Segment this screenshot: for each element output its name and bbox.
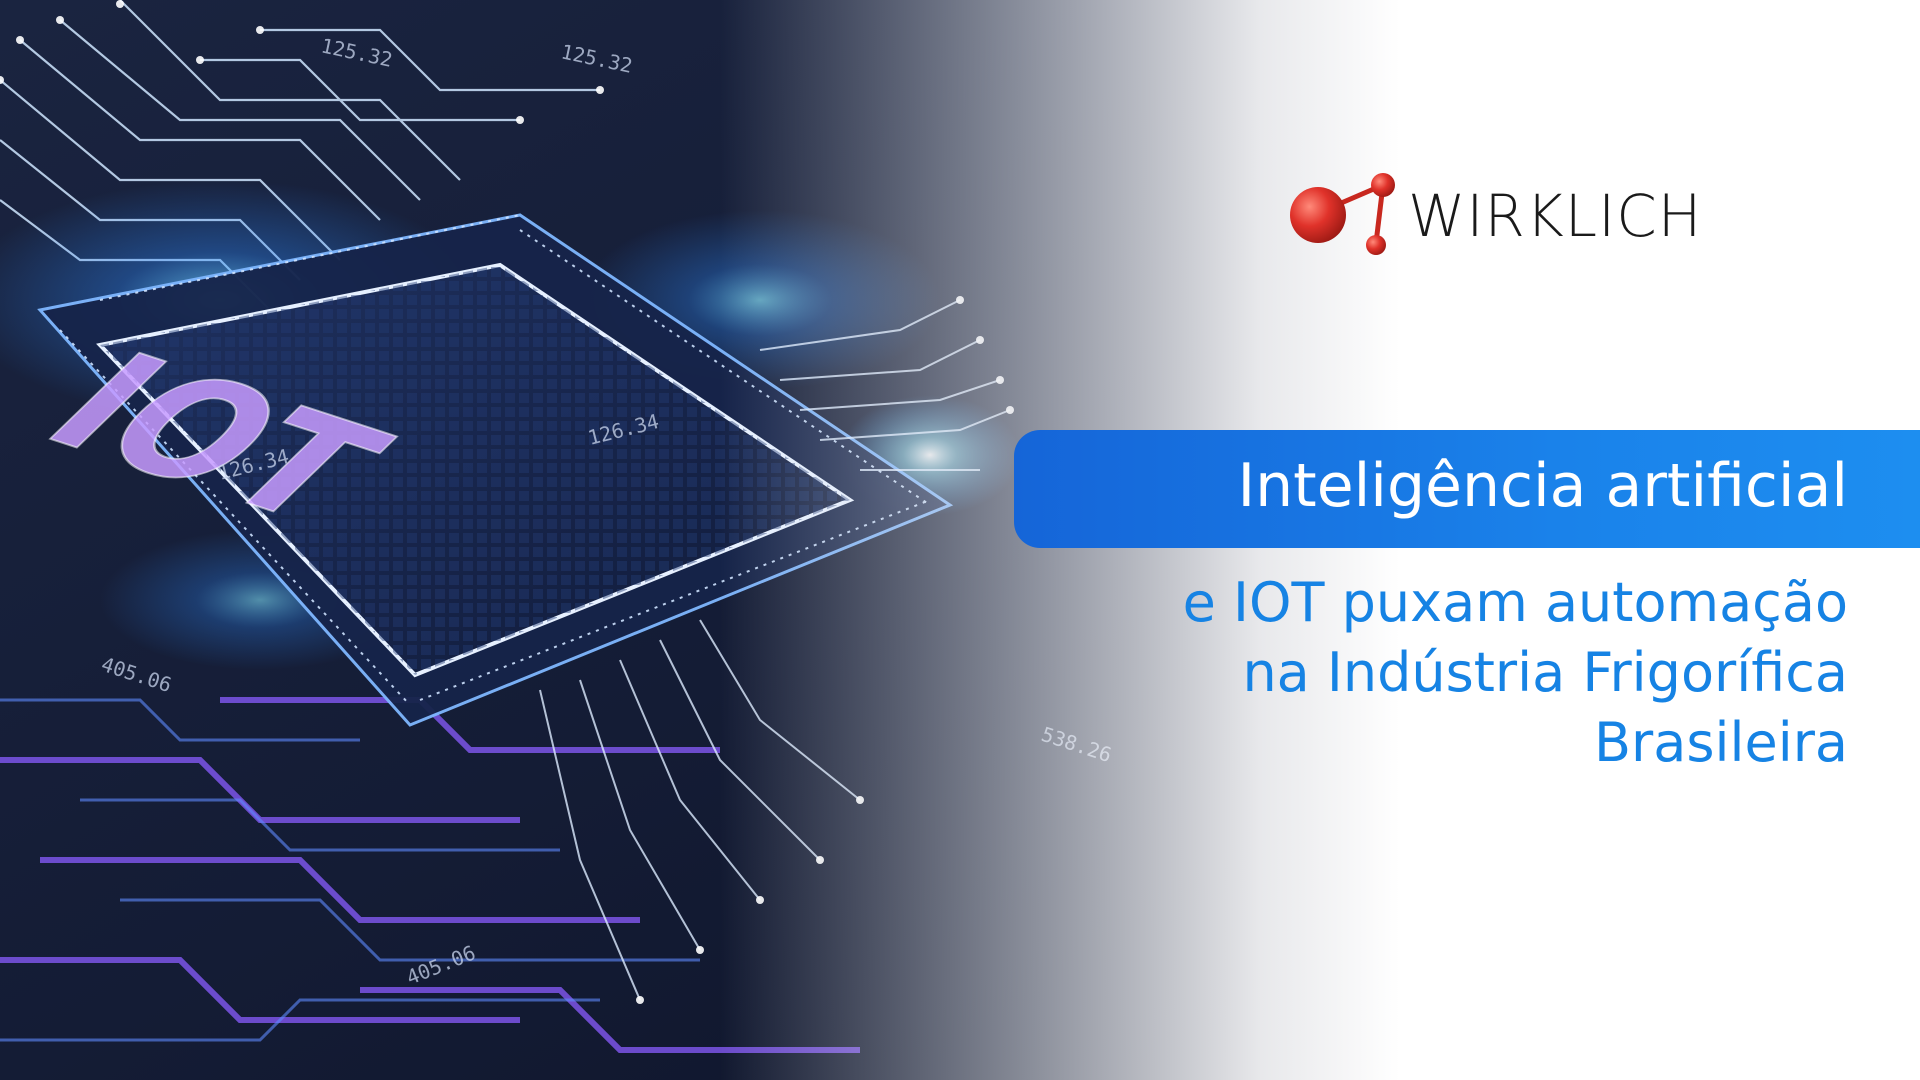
headline-body: e IOT puxam automação na Indústria Frigo… (968, 568, 1848, 778)
headline-highlight-bar (1014, 430, 1920, 548)
molecule-icon (1290, 173, 1395, 255)
headline-line-1: Inteligência artificial (1237, 451, 1848, 521)
brand-wordmark: WIRKLICH (1408, 182, 1703, 250)
headline-line-3: na Indústria Frigorífica (1242, 641, 1848, 704)
headline-line-2: e IOT puxam automação (1182, 571, 1848, 634)
headline-line-4: Brasileira (1594, 711, 1848, 774)
brand-logo: WIRKLICH (1278, 165, 1848, 265)
